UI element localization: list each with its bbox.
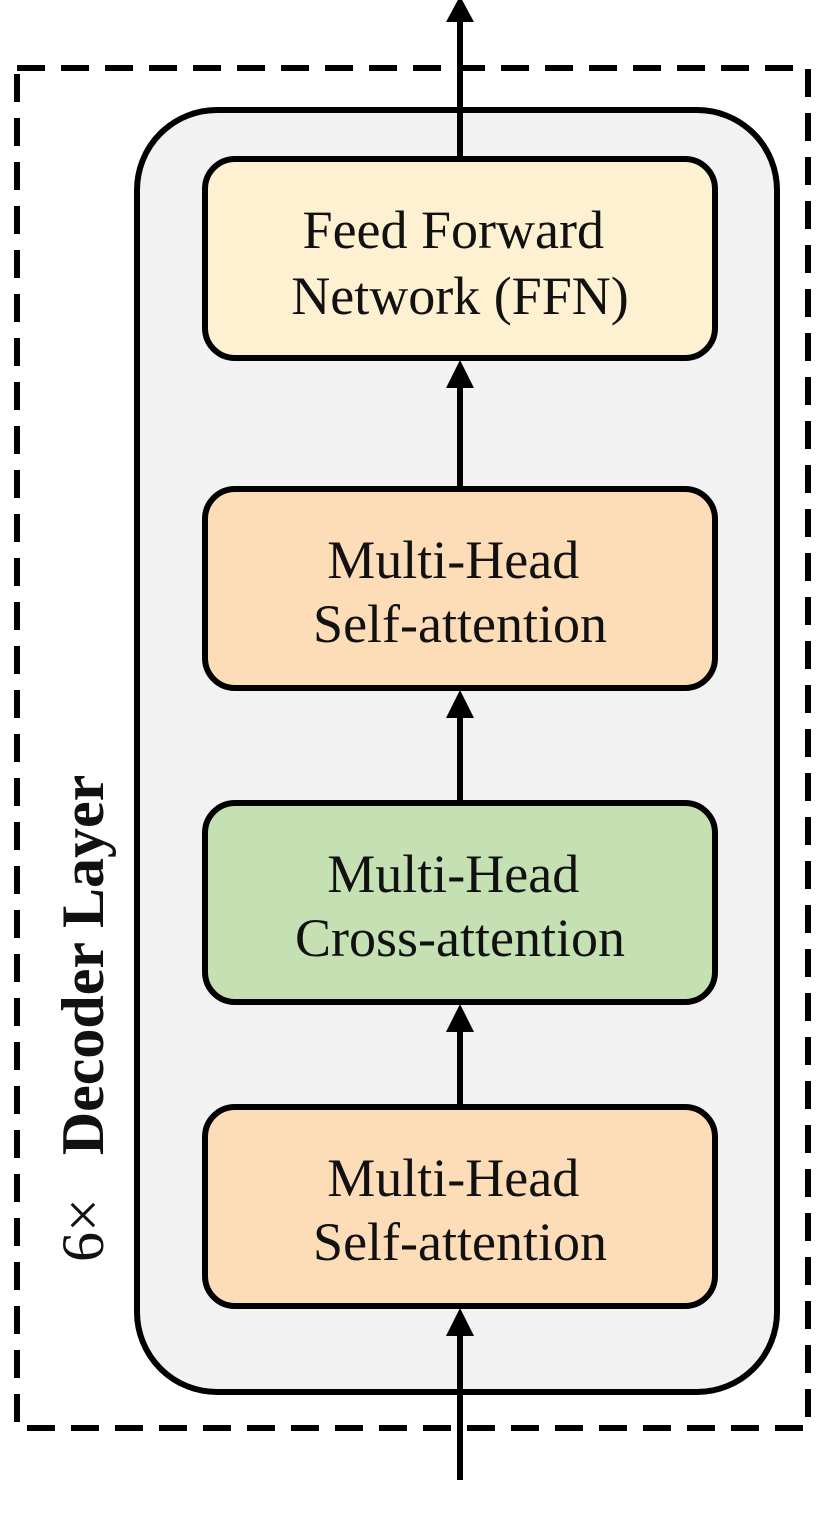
- block-self-attention-top-line-2: Self-attention: [313, 594, 607, 654]
- block-cross-attention: Multi-Head Cross-attention: [202, 800, 718, 1005]
- svg-text:Multi-Head Cross-attenti: Multi-Head Cross-attention: [295, 844, 625, 968]
- svg-text:Multi-Head Self-attentio: Multi-Head Self-attention: [313, 1148, 607, 1272]
- arrow-head-3: [446, 1004, 474, 1032]
- block-cross-attention-box: [202, 800, 718, 1005]
- arrows: [446, 0, 474, 1480]
- block-cross-attention-line-1: Multi-Head: [327, 844, 579, 904]
- decoder-layer-side-label: 6× Decoder Layer: [50, 775, 116, 1262]
- arrow-head-2: [446, 690, 474, 718]
- block-cross-attention-line-2: Cross-attention: [295, 908, 625, 968]
- block-self-attention-bottom-box: [202, 1104, 718, 1309]
- arrow-head-1: [446, 360, 474, 388]
- block-ffn-line-2: Network (FFN): [291, 266, 628, 326]
- input-arrow-head: [446, 1308, 474, 1336]
- block-ffn-line-1: Feed Forward: [303, 200, 604, 260]
- repeat-boundary: [14, 65, 811, 1431]
- output-arrow-head: [446, 0, 474, 22]
- block-self-attention-top-line-1: Multi-Head: [327, 530, 579, 590]
- block-self-attention-bottom-line-2: Self-attention: [313, 1212, 607, 1272]
- block-self-attention-top: Multi-Head Self-attention: [202, 486, 718, 691]
- block-self-attention-top-box: [202, 486, 718, 691]
- decoder-layer-title: Decoder Layer: [50, 775, 116, 1155]
- block-self-attention-bottom: Multi-Head Self-attention: [202, 1104, 718, 1309]
- block-self-attention-bottom-line-1: Multi-Head: [327, 1148, 579, 1208]
- svg-text:Feed Forward Network (FF: Feed Forward Network (FFN): [291, 200, 628, 326]
- svg-text:Multi-Head Self-attentio: Multi-Head Self-attention: [313, 530, 607, 654]
- block-ffn: Feed Forward Network (FFN): [202, 156, 718, 361]
- block-ffn-box: [202, 156, 718, 361]
- repeat-count-label: 6×: [50, 1198, 116, 1262]
